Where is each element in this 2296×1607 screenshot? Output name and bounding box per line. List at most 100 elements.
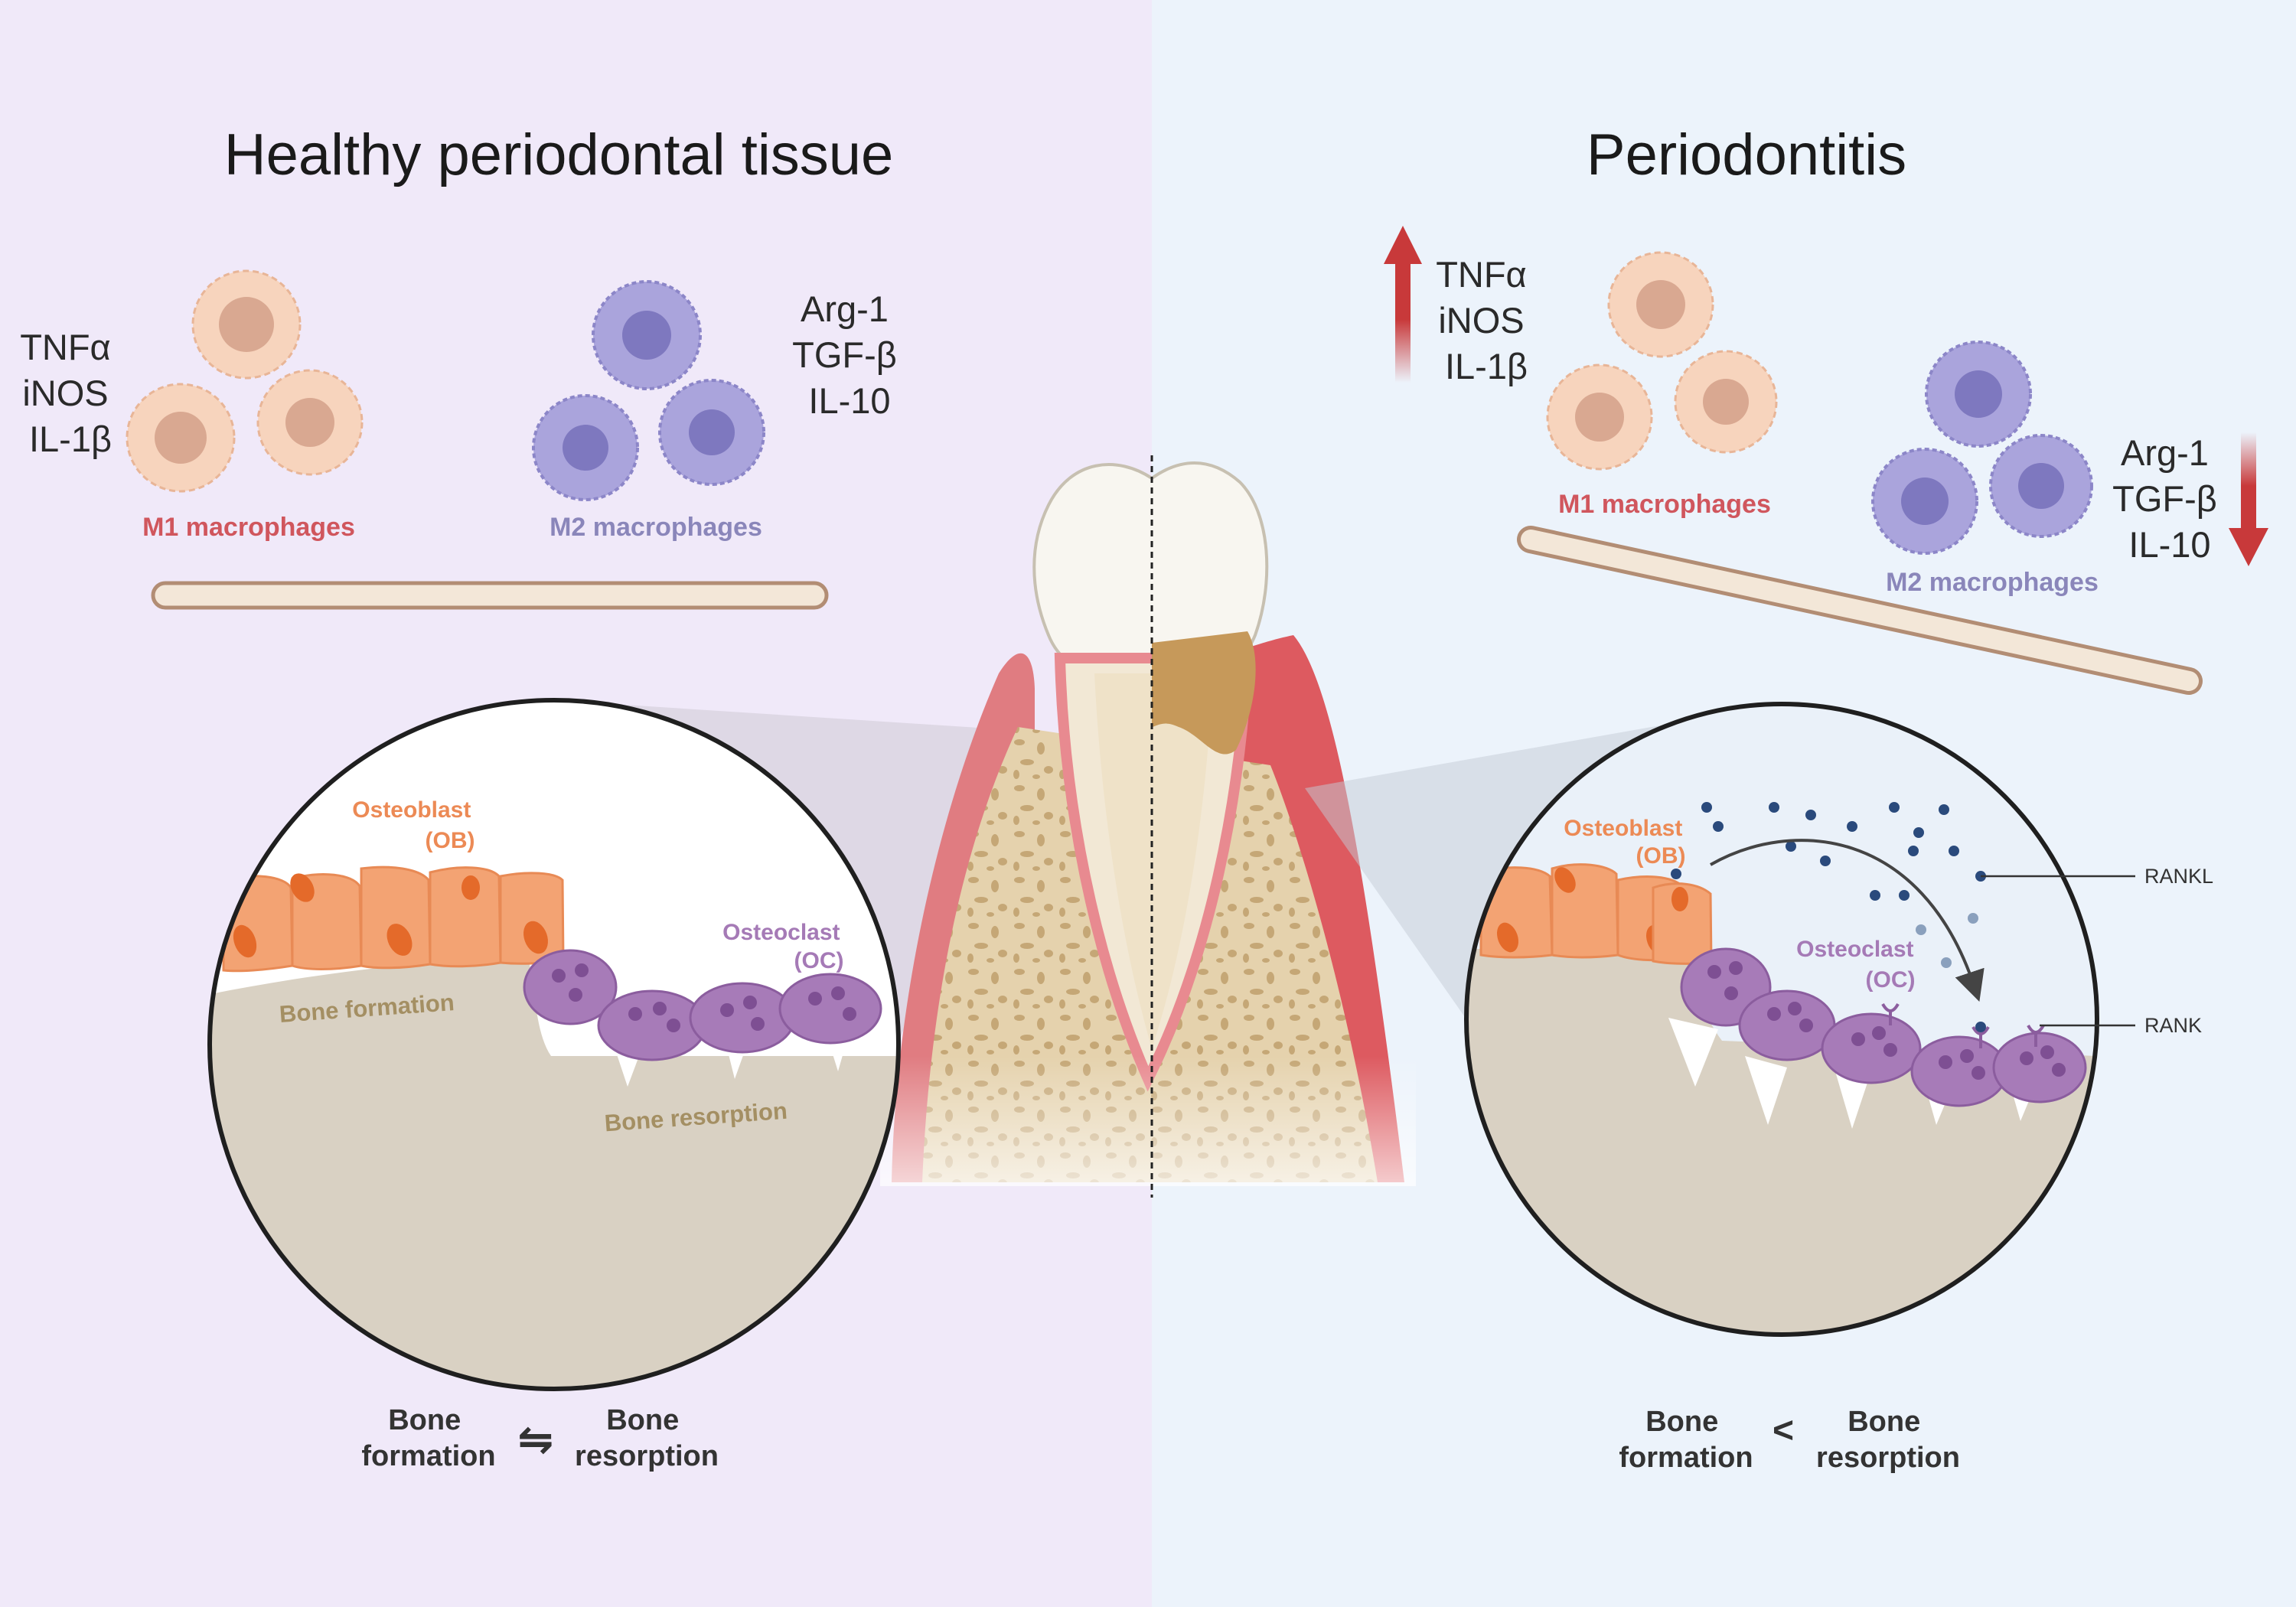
rank-receptors (1881, 1002, 2045, 1048)
cytokine-label: Arg-1 (801, 288, 889, 329)
rankl-dot (1786, 841, 1796, 852)
upregulation-arrow (1384, 226, 1422, 383)
osteoblast-cell (429, 866, 502, 968)
osteoclast-layer (523, 949, 882, 1087)
rankl-dot (1769, 802, 1779, 813)
m1-macrophage-cell (1607, 251, 1714, 358)
healthy-zoom-circle (207, 698, 901, 1391)
m2-macrophage-cell (532, 394, 639, 501)
rankl-dot (1939, 804, 1949, 815)
healthy-title: Healthy periodontal tissue (224, 122, 894, 187)
rank-label: RANK (2144, 1014, 2202, 1037)
rankl-dot (1713, 821, 1724, 832)
osteoblast-cell (1652, 882, 1713, 965)
rankl-dot (1941, 957, 1952, 968)
disease-m1-cytokine-list: TNFα iNOS IL-1β (1436, 254, 1537, 386)
cytokine-label: TNFα (20, 327, 111, 367)
rankl-dot (1889, 802, 1900, 813)
disease-m1-label: M1 macrophages (1558, 490, 1771, 519)
disease-zoom-circle (1464, 702, 2099, 1337)
rank-receptor-icon (1971, 1025, 1990, 1048)
m1-macrophage-cell (191, 269, 302, 380)
cytokine-label: TGF-β (792, 334, 897, 375)
cytokine-label: iNOS (22, 373, 108, 413)
osteoclast-layer (1680, 947, 2087, 1107)
osteoclast-cell (778, 973, 882, 1045)
osteoblast-layer (222, 865, 565, 973)
bone-matrix (210, 957, 899, 1389)
rankl-dot (1916, 924, 1926, 935)
cytokine-label: IL-1β (29, 419, 112, 459)
m2-macrophage-cell (592, 280, 702, 390)
rank-receptor-icon (1881, 1002, 1900, 1025)
rankl-dot (1805, 810, 1816, 820)
m2-macrophage-cell (658, 379, 765, 486)
healthy-balance-left: Bone formation (361, 1404, 495, 1472)
balance-beam-level (151, 581, 829, 610)
rankl-dot (1870, 890, 1880, 901)
cytokine-label: IL-10 (808, 380, 890, 421)
cytokine-label: TNFα (1436, 254, 1527, 295)
healthy-m2-label: M2 macrophages (550, 513, 762, 542)
m1-macrophage-cell (1546, 363, 1653, 471)
rankl-dot (1968, 913, 1978, 924)
cytokine-label: IL-10 (2128, 524, 2210, 565)
disease-osteoclast-label: Osteoclast (OC) (1796, 937, 1920, 993)
osteoclast-cell (1821, 1012, 1922, 1084)
healthy-osteoblast-label: Osteoblast (OB) (352, 797, 477, 853)
osteoblast-layer (1479, 863, 1713, 965)
downregulation-arrow (2229, 432, 2268, 566)
rankl-dot (1671, 869, 1681, 879)
m1-macrophage-cell (126, 383, 236, 493)
healthy-m1-label: M1 macrophages (142, 513, 355, 542)
osteoclast-cell (523, 949, 618, 1025)
healthy-osteoclast-label: Osteoclast (OC) (722, 920, 846, 973)
disease-title: Periodontitis (1587, 122, 1906, 187)
osteoblast-cell (499, 872, 565, 965)
cytokine-label: IL-1β (1445, 346, 1528, 386)
m1-macrophage-cell (1674, 350, 1778, 454)
cytokine-label: iNOS (1438, 300, 1524, 341)
bone-matrix (1466, 949, 2097, 1335)
rankl-dot (1847, 821, 1857, 832)
rankl-label: RANKL (2144, 865, 2213, 888)
osteoblast-cell (290, 873, 363, 970)
rank-receptor-icon (2027, 1024, 2045, 1047)
osteoblast-cell (360, 865, 432, 970)
m1-macrophage-cell (256, 369, 364, 476)
balance-beam-tilted (1517, 526, 2203, 695)
rankl-dot (1975, 1022, 1986, 1032)
osteoclast-cell (597, 989, 707, 1061)
rankl-dot (1913, 827, 1924, 838)
osteoclast-cell (1992, 1032, 2087, 1103)
m2-macrophage-cell (1989, 434, 2093, 538)
disease-balance-left: Bone formation (1619, 1406, 1753, 1474)
m2-macrophage-cell (1925, 341, 2032, 448)
rankl-signal-arrow (1710, 839, 1985, 1002)
disease-m2-macrophage-cluster (1871, 341, 2093, 555)
osteoblast-cell (1479, 866, 1554, 959)
disease-m2-cytokine-list: Arg-1 TGF-β IL-10 (2112, 432, 2227, 565)
osteoclast-cell (1738, 989, 1836, 1061)
cytokine-label: Arg-1 (2121, 432, 2209, 473)
rankl-dot (1908, 846, 1919, 856)
rankl-dot (1899, 890, 1910, 901)
osteoblast-cell (1551, 863, 1619, 959)
healthy-m2-cytokine-list: Arg-1 TGF-β IL-10 (792, 288, 907, 421)
pulp (1094, 673, 1213, 1048)
less-than-symbol: < (1773, 1410, 1794, 1451)
tooth-illustration (880, 455, 1416, 1198)
osteoclast-cell (689, 982, 796, 1054)
disease-osteoblast-label: Osteoblast (OB) (1564, 816, 1688, 869)
rankl-dot (1820, 856, 1831, 866)
healthy-m2-macrophage-cluster (532, 280, 765, 501)
rankl-dot (1701, 802, 1712, 813)
cytokine-label: TGF-β (2112, 478, 2217, 519)
osteoclast-cell (1910, 1035, 2008, 1107)
equilibrium-symbol: ⇋ (518, 1415, 554, 1465)
healthy-m1-macrophage-cluster (126, 269, 364, 493)
rankl-dot (1949, 846, 1959, 856)
rankl-particles (1671, 802, 1986, 1032)
